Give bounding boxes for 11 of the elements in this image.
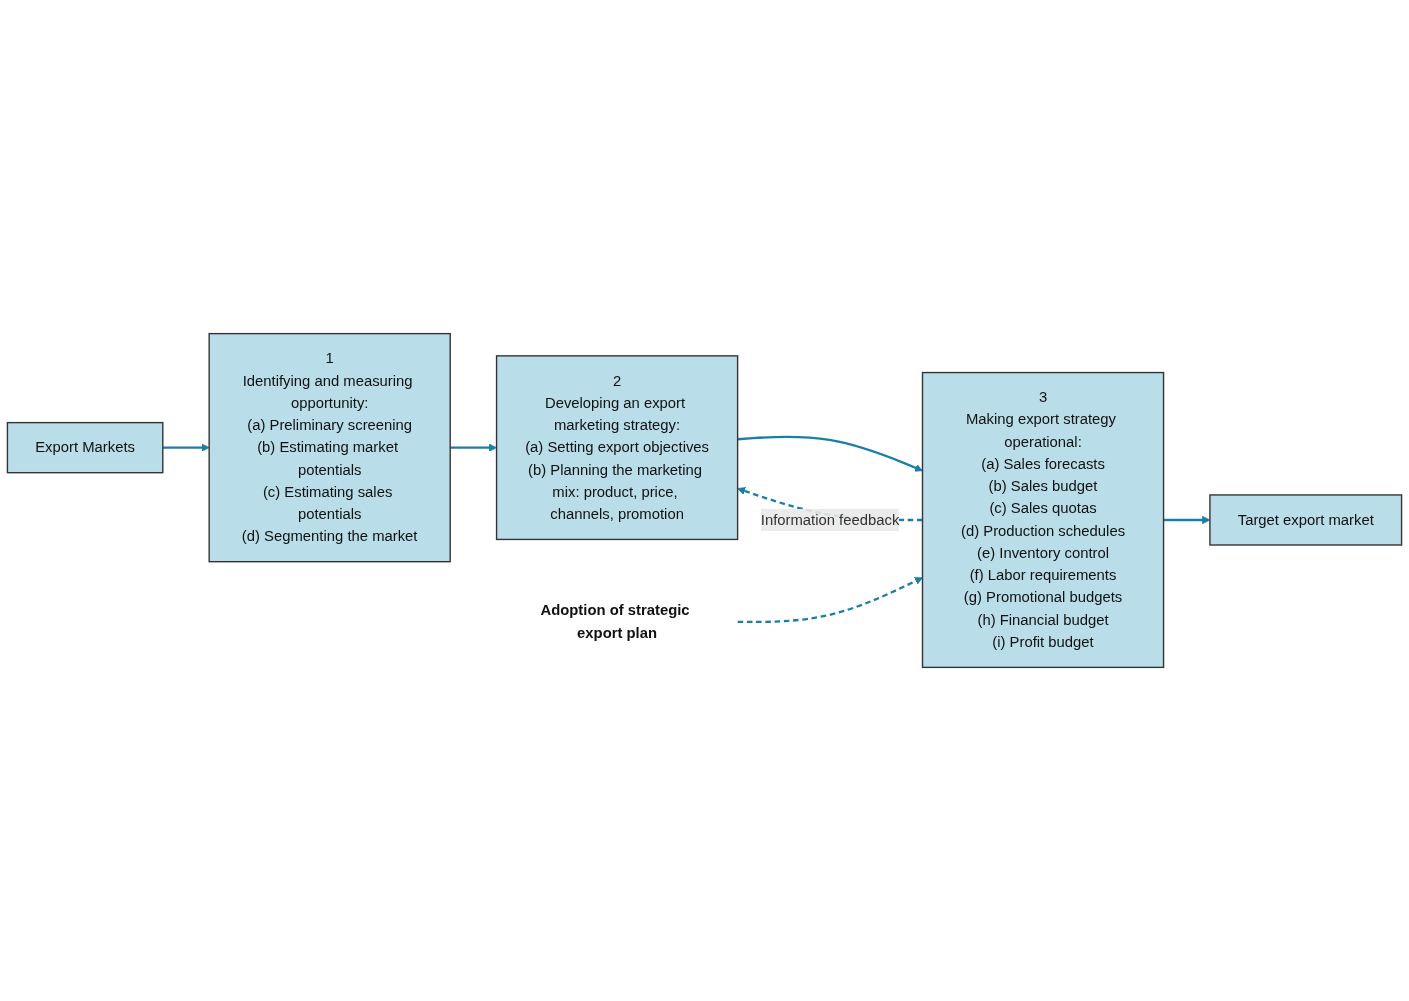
node-text: Adoption of strategic export plan xyxy=(540,602,690,641)
arrow xyxy=(737,577,923,624)
node-box: Target export market xyxy=(1209,494,1403,546)
node-box: 2 Developing an export marketing strategy: (a) Setting export objectives (b) Planning the marketing mix: product, price, channels, promotion xyxy=(495,355,739,541)
node-box: 1 Identifying and measuring opportunity: (a) Preliminary screening (b) Estimating market potentials (c) Estimating sales potentials (d) Segmenting the market xyxy=(208,332,451,563)
arrow xyxy=(162,443,210,452)
arrow xyxy=(450,443,497,452)
arrow xyxy=(737,435,923,472)
node-box: 3 Making export strategy operational: (a) Sales forecasts (b) Sales budget (c) Sales quotas (d) Production schedules (e) Inventory control (f) Labor requirements (g) Promotional budgets (h) Financial budget (i) Profit budget xyxy=(921,371,1165,669)
edge-label: Information feedback xyxy=(760,511,900,528)
node-box: Export Markets xyxy=(6,421,164,474)
